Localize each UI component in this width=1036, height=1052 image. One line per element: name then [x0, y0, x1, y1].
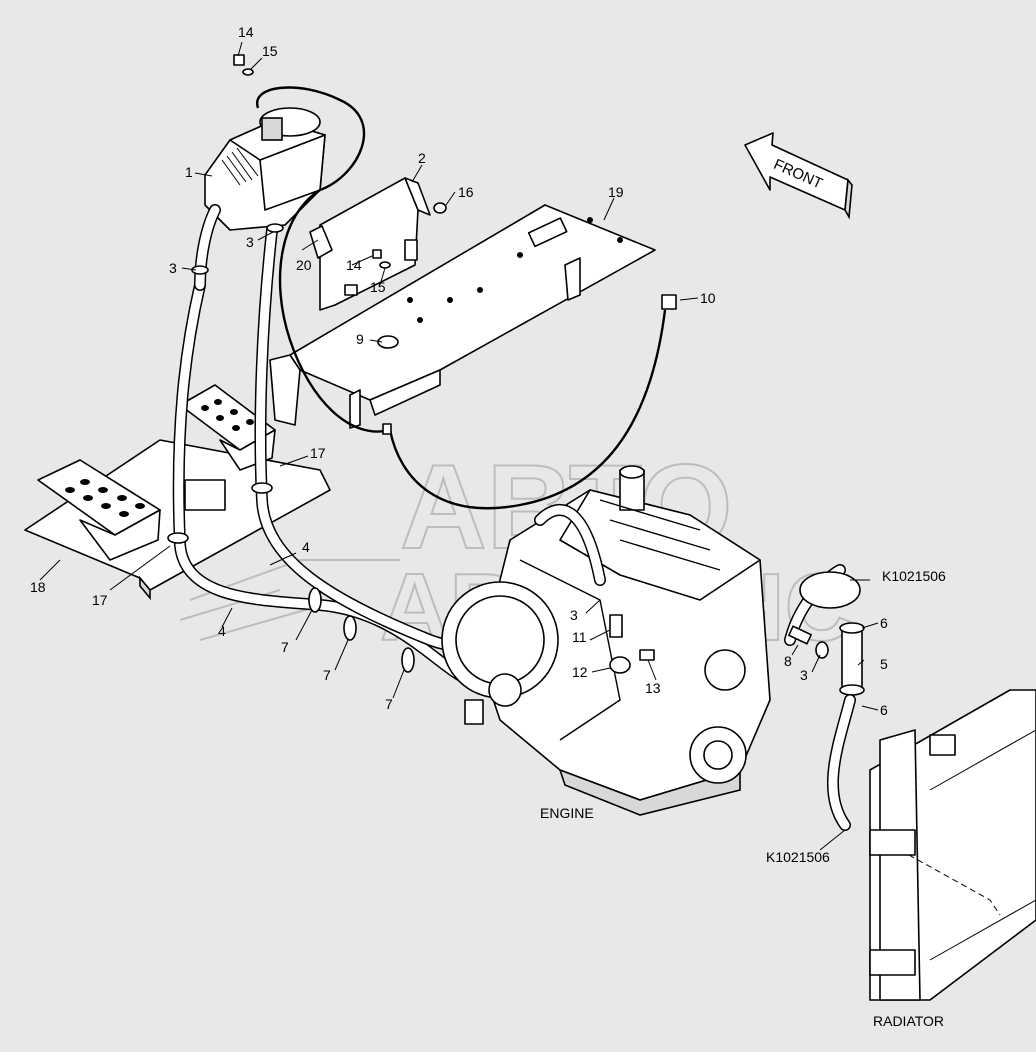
radiator [869, 689, 1036, 1001]
callout-1: 1 [185, 164, 193, 180]
callout-3-engine: 3 [570, 607, 578, 623]
leader-lines [39, 41, 879, 851]
part-ref-top: K1021506 [882, 568, 946, 584]
callout-4-upper: 4 [302, 539, 310, 555]
callout-7-a: 7 [281, 639, 289, 655]
pedal-holes-left [65, 479, 145, 517]
callout-4-lower: 4 [218, 623, 226, 639]
control-cable [256, 86, 677, 510]
heater-grille [221, 147, 259, 186]
callout-19: 19 [608, 184, 624, 200]
callout-6-upper: 6 [880, 615, 888, 631]
callout-7-c: 7 [385, 696, 393, 712]
callout-7-b: 7 [323, 667, 331, 683]
engine-caption: ENGINE [540, 805, 594, 821]
callout-8: 8 [784, 653, 792, 669]
callout-17-right: 17 [310, 445, 326, 461]
heater-bracket [309, 177, 431, 311]
callout-11: 11 [572, 629, 587, 645]
callout-2: 2 [418, 150, 426, 166]
callout-20: 20 [296, 257, 312, 273]
radiator-hose [784, 564, 865, 831]
mounting-plate [269, 204, 656, 429]
callout-15-bracket: 15 [370, 279, 386, 295]
pedal-holes-right [201, 399, 254, 431]
part-references: K1021506 K1021506 [766, 568, 946, 865]
callout-5: 5 [880, 656, 888, 672]
callout-9: 9 [356, 331, 364, 347]
callout-17-left: 17 [92, 592, 108, 608]
callout-3-hose: 3 [169, 260, 177, 276]
callout-18: 18 [30, 579, 46, 595]
callout-15-top: 15 [262, 43, 278, 59]
callout-3-valve: 3 [800, 667, 808, 683]
callout-labels: 1 2 3 3 3 3 4 4 5 6 6 7 7 7 8 9 10 11 12… [30, 24, 888, 718]
callout-10: 10 [700, 290, 716, 306]
callout-13: 13 [645, 680, 661, 696]
callout-6-lower: 6 [880, 702, 888, 718]
heater-unit [204, 107, 326, 231]
hardware [233, 54, 447, 349]
front-direction-arrow: FRONT [744, 132, 853, 220]
engine-block [441, 465, 771, 816]
callout-14-top: 14 [238, 24, 254, 40]
callout-3-heater: 3 [246, 234, 254, 250]
radiator-caption: RADIATOR [873, 1013, 944, 1029]
part-ref-bottom: K1021506 [766, 849, 830, 865]
captions: ENGINE RADIATOR [540, 805, 944, 1029]
hose-clamps [167, 223, 415, 673]
callout-16: 16 [458, 184, 474, 200]
heater-hoses [167, 204, 521, 686]
callout-14-bracket: 14 [346, 257, 362, 273]
callout-12: 12 [572, 664, 588, 680]
